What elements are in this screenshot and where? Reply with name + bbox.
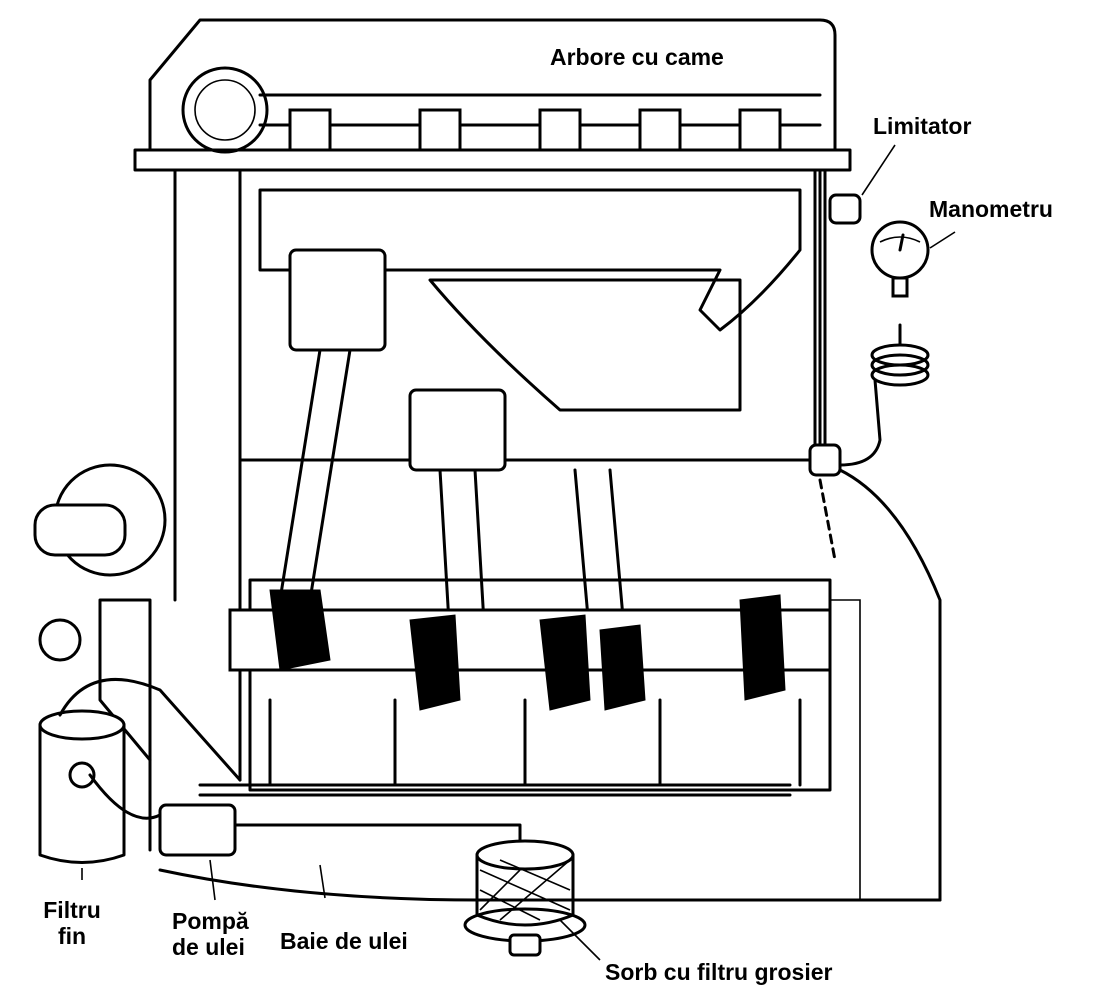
label-oil-pump-line1: Pompă (172, 908, 249, 934)
limiter-and-gauge (808, 193, 930, 562)
strainer (463, 839, 587, 957)
label-limiter: Limitator (873, 113, 972, 139)
pistons (278, 248, 627, 642)
camshaft-assembly (181, 66, 822, 154)
label-oil-pump-line2: de ulei (172, 934, 245, 960)
label-pressure-gauge: Manometru (929, 196, 1053, 222)
crankshaft (228, 589, 861, 900)
label-fine-filter-line1: Filtru (43, 897, 101, 923)
label-camshaft: Arbore cu came (550, 44, 724, 70)
label-oil-pan: Baie de ulei (280, 928, 408, 954)
label-oil-pump: Pompă de ulei (172, 908, 249, 960)
leader-lines (81, 144, 956, 961)
label-strainer: Sorb cu filtru grosier (605, 959, 833, 985)
manifold (258, 188, 802, 412)
label-fine-filter-line2: fin (57, 923, 87, 949)
drive-flange (33, 463, 167, 662)
oil-pump (158, 803, 522, 857)
label-fine-filter: Filtru fin (22, 897, 122, 949)
oil-gallery (198, 168, 827, 797)
